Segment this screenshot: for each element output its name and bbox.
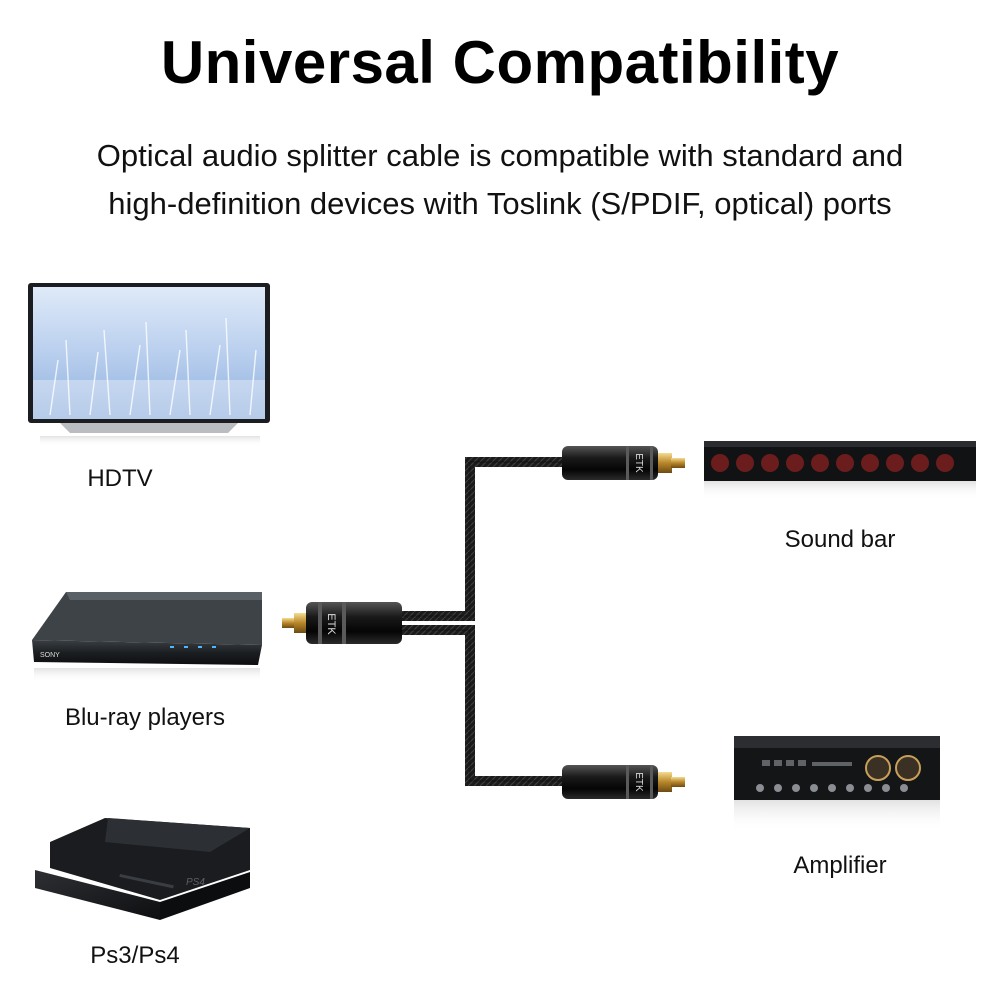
output-connector-bottom: ETK <box>562 765 685 799</box>
subtitle-line-1: Optical audio splitter cable is compatib… <box>96 138 904 173</box>
hdtv-image <box>28 283 270 446</box>
label-bluray: Blu-ray players <box>64 704 226 731</box>
ps4-console-image: PS4 <box>35 818 250 920</box>
amplifier-image <box>734 736 940 832</box>
brand-mark: ETK <box>633 772 644 792</box>
bluray-player-image: SONY <box>32 592 262 682</box>
bluray-brand-text: SONY <box>40 652 60 659</box>
label-ps: Ps3/Ps4 <box>90 942 180 969</box>
ps4-brand-text: PS4 <box>186 877 205 888</box>
brand-mark: ETK <box>633 453 644 473</box>
label-amplifier: Amplifier <box>793 852 887 879</box>
soundbar-image <box>704 441 976 499</box>
subtitle-line-2: high-definition devices with Toslink (S/… <box>108 186 892 221</box>
output-connector-top: ETK <box>562 446 685 480</box>
label-soundbar: Sound bar <box>784 526 896 553</box>
label-hdtv: HDTV <box>87 465 153 492</box>
brand-mark: ETK <box>325 613 337 635</box>
input-connector: ETK <box>282 602 402 644</box>
splitter-cable <box>400 457 570 786</box>
page-title: Universal Compatibility <box>160 29 840 96</box>
